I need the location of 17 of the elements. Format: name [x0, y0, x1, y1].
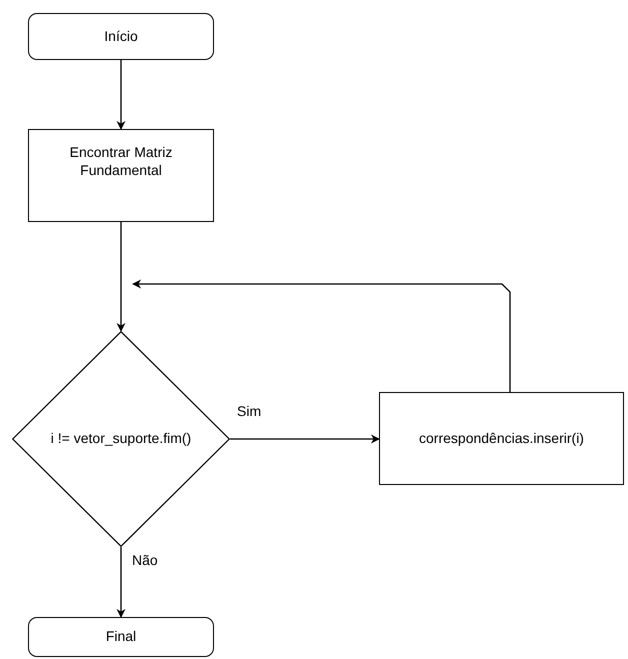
arrow [116, 547, 126, 618]
node-label: Início [104, 28, 138, 46]
terminal-box [28, 617, 214, 657]
node-label: correspondências.inserir(i) [419, 430, 584, 448]
arrow [132, 280, 511, 392]
node-label: Final [106, 628, 136, 646]
node-label: Encontrar Matriz Fundamental [68, 144, 174, 179]
decision-diamond [12, 331, 230, 547]
process-box [379, 392, 624, 485]
terminal-box [28, 13, 214, 60]
edge-label: Sim [236, 403, 262, 419]
edge-label: Não [131, 552, 159, 568]
arrow [116, 222, 126, 332]
node-label: i != vetor_suporte.fim() [50, 430, 192, 448]
arrow [230, 434, 380, 444]
arrow [116, 60, 126, 130]
process-box [28, 129, 214, 222]
